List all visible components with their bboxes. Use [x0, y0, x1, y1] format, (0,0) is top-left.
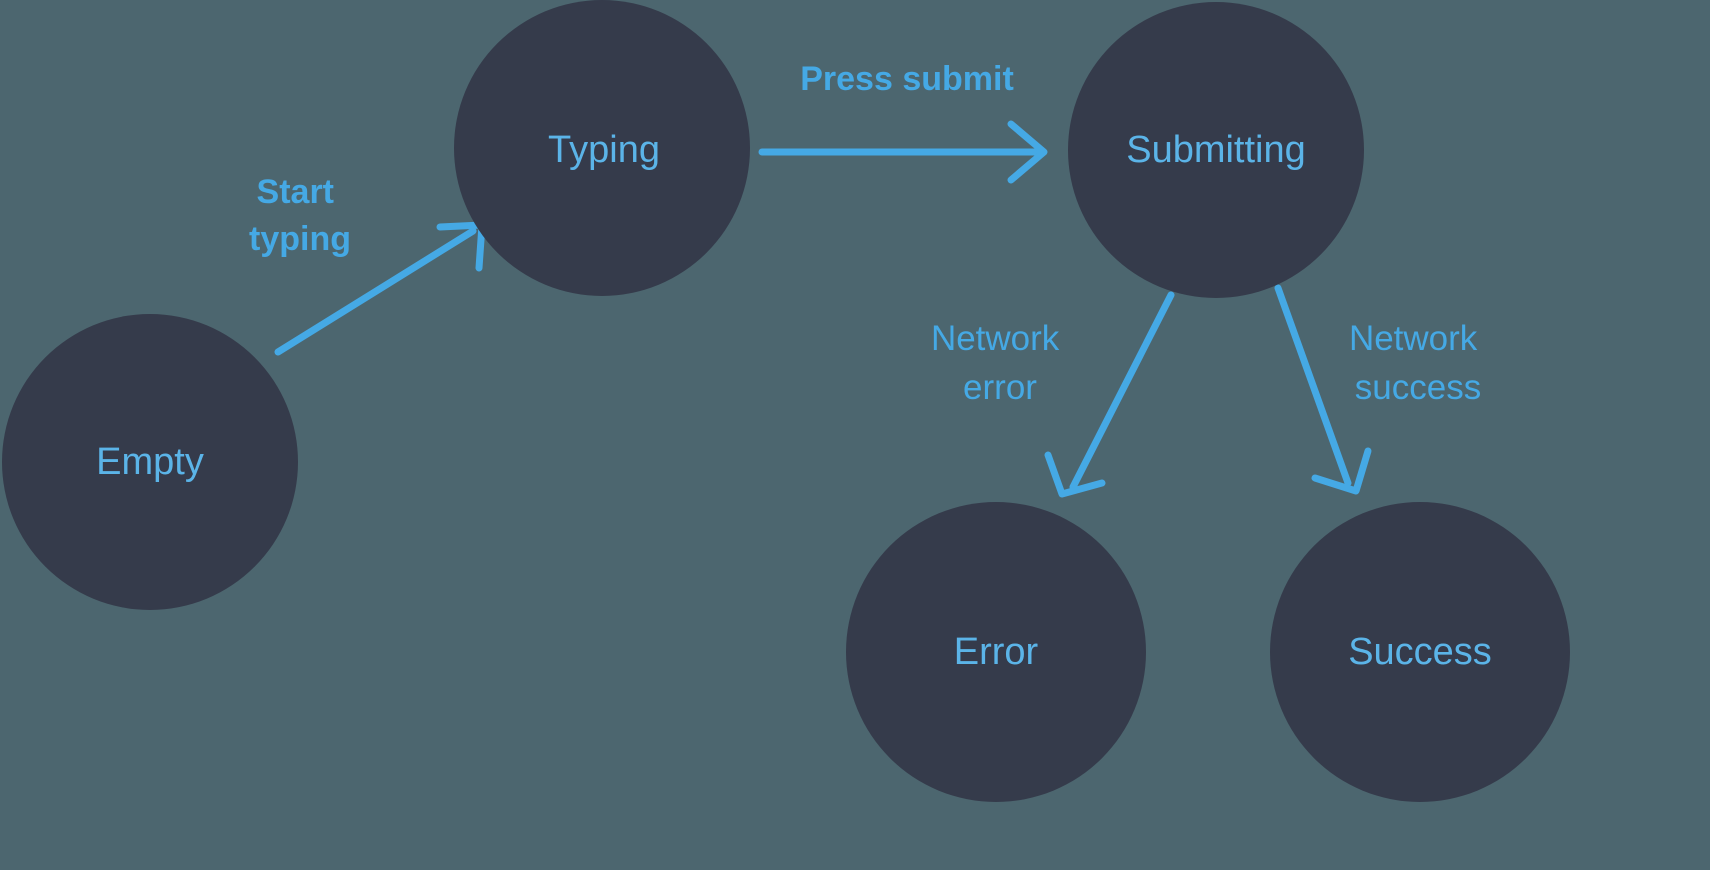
state-node-submitting-circle[interactable]	[1068, 2, 1364, 298]
state-node-error[interactable]: Error	[846, 502, 1146, 802]
edge-network-error-arrowhead	[1044, 451, 1106, 498]
edge-network-error: Network error	[931, 291, 1175, 498]
state-node-error-label: Error	[954, 631, 1039, 673]
state-node-typing-circle[interactable]	[454, 0, 750, 296]
edge-start-typing: Start typing	[249, 173, 486, 356]
edge-press-submit-label: Press submit	[800, 60, 1014, 98]
state-node-empty[interactable]: Empty	[2, 314, 298, 610]
state-node-success[interactable]: Success	[1270, 502, 1570, 802]
edge-network-error-label-line1: Network	[931, 319, 1060, 358]
edge-network-error-line	[1069, 291, 1175, 491]
edge-network-success-label-line2: success	[1355, 368, 1481, 407]
edge-network-success-arrowhead	[1311, 447, 1372, 495]
edge-press-submit-arrowhead	[1007, 120, 1048, 184]
edge-network-success-label-line1: Network	[1349, 319, 1478, 358]
state-node-submitting-label: Submitting	[1126, 129, 1306, 171]
state-node-typing-label: Typing	[548, 129, 660, 171]
edge-start-typing-label-line2: typing	[249, 220, 351, 258]
edge-press-submit-label-line1: Press submit	[800, 60, 1014, 98]
edge-start-typing-line	[274, 227, 477, 356]
edge-network-error-label: Network error	[931, 319, 1069, 407]
edge-network-success-line	[1274, 284, 1352, 487]
edge-press-submit: Press submit	[758, 60, 1048, 184]
state-node-empty-circle[interactable]	[2, 314, 298, 610]
state-node-typing[interactable]: Typing	[454, 0, 750, 296]
state-node-success-circle[interactable]	[1270, 502, 1570, 802]
state-node-error-circle[interactable]	[846, 502, 1146, 802]
state-node-submitting[interactable]: Submitting	[1068, 2, 1364, 298]
edge-start-typing-label: Start typing	[249, 173, 351, 258]
edge-start-typing-label-line1: Start	[257, 173, 334, 211]
edge-network-success-label: Network success	[1349, 319, 1487, 407]
state-node-empty-label: Empty	[96, 441, 204, 483]
edge-network-success: Network success	[1274, 284, 1487, 495]
state-node-success-label: Success	[1348, 631, 1492, 673]
edge-network-error-label-line2: error	[963, 368, 1037, 407]
